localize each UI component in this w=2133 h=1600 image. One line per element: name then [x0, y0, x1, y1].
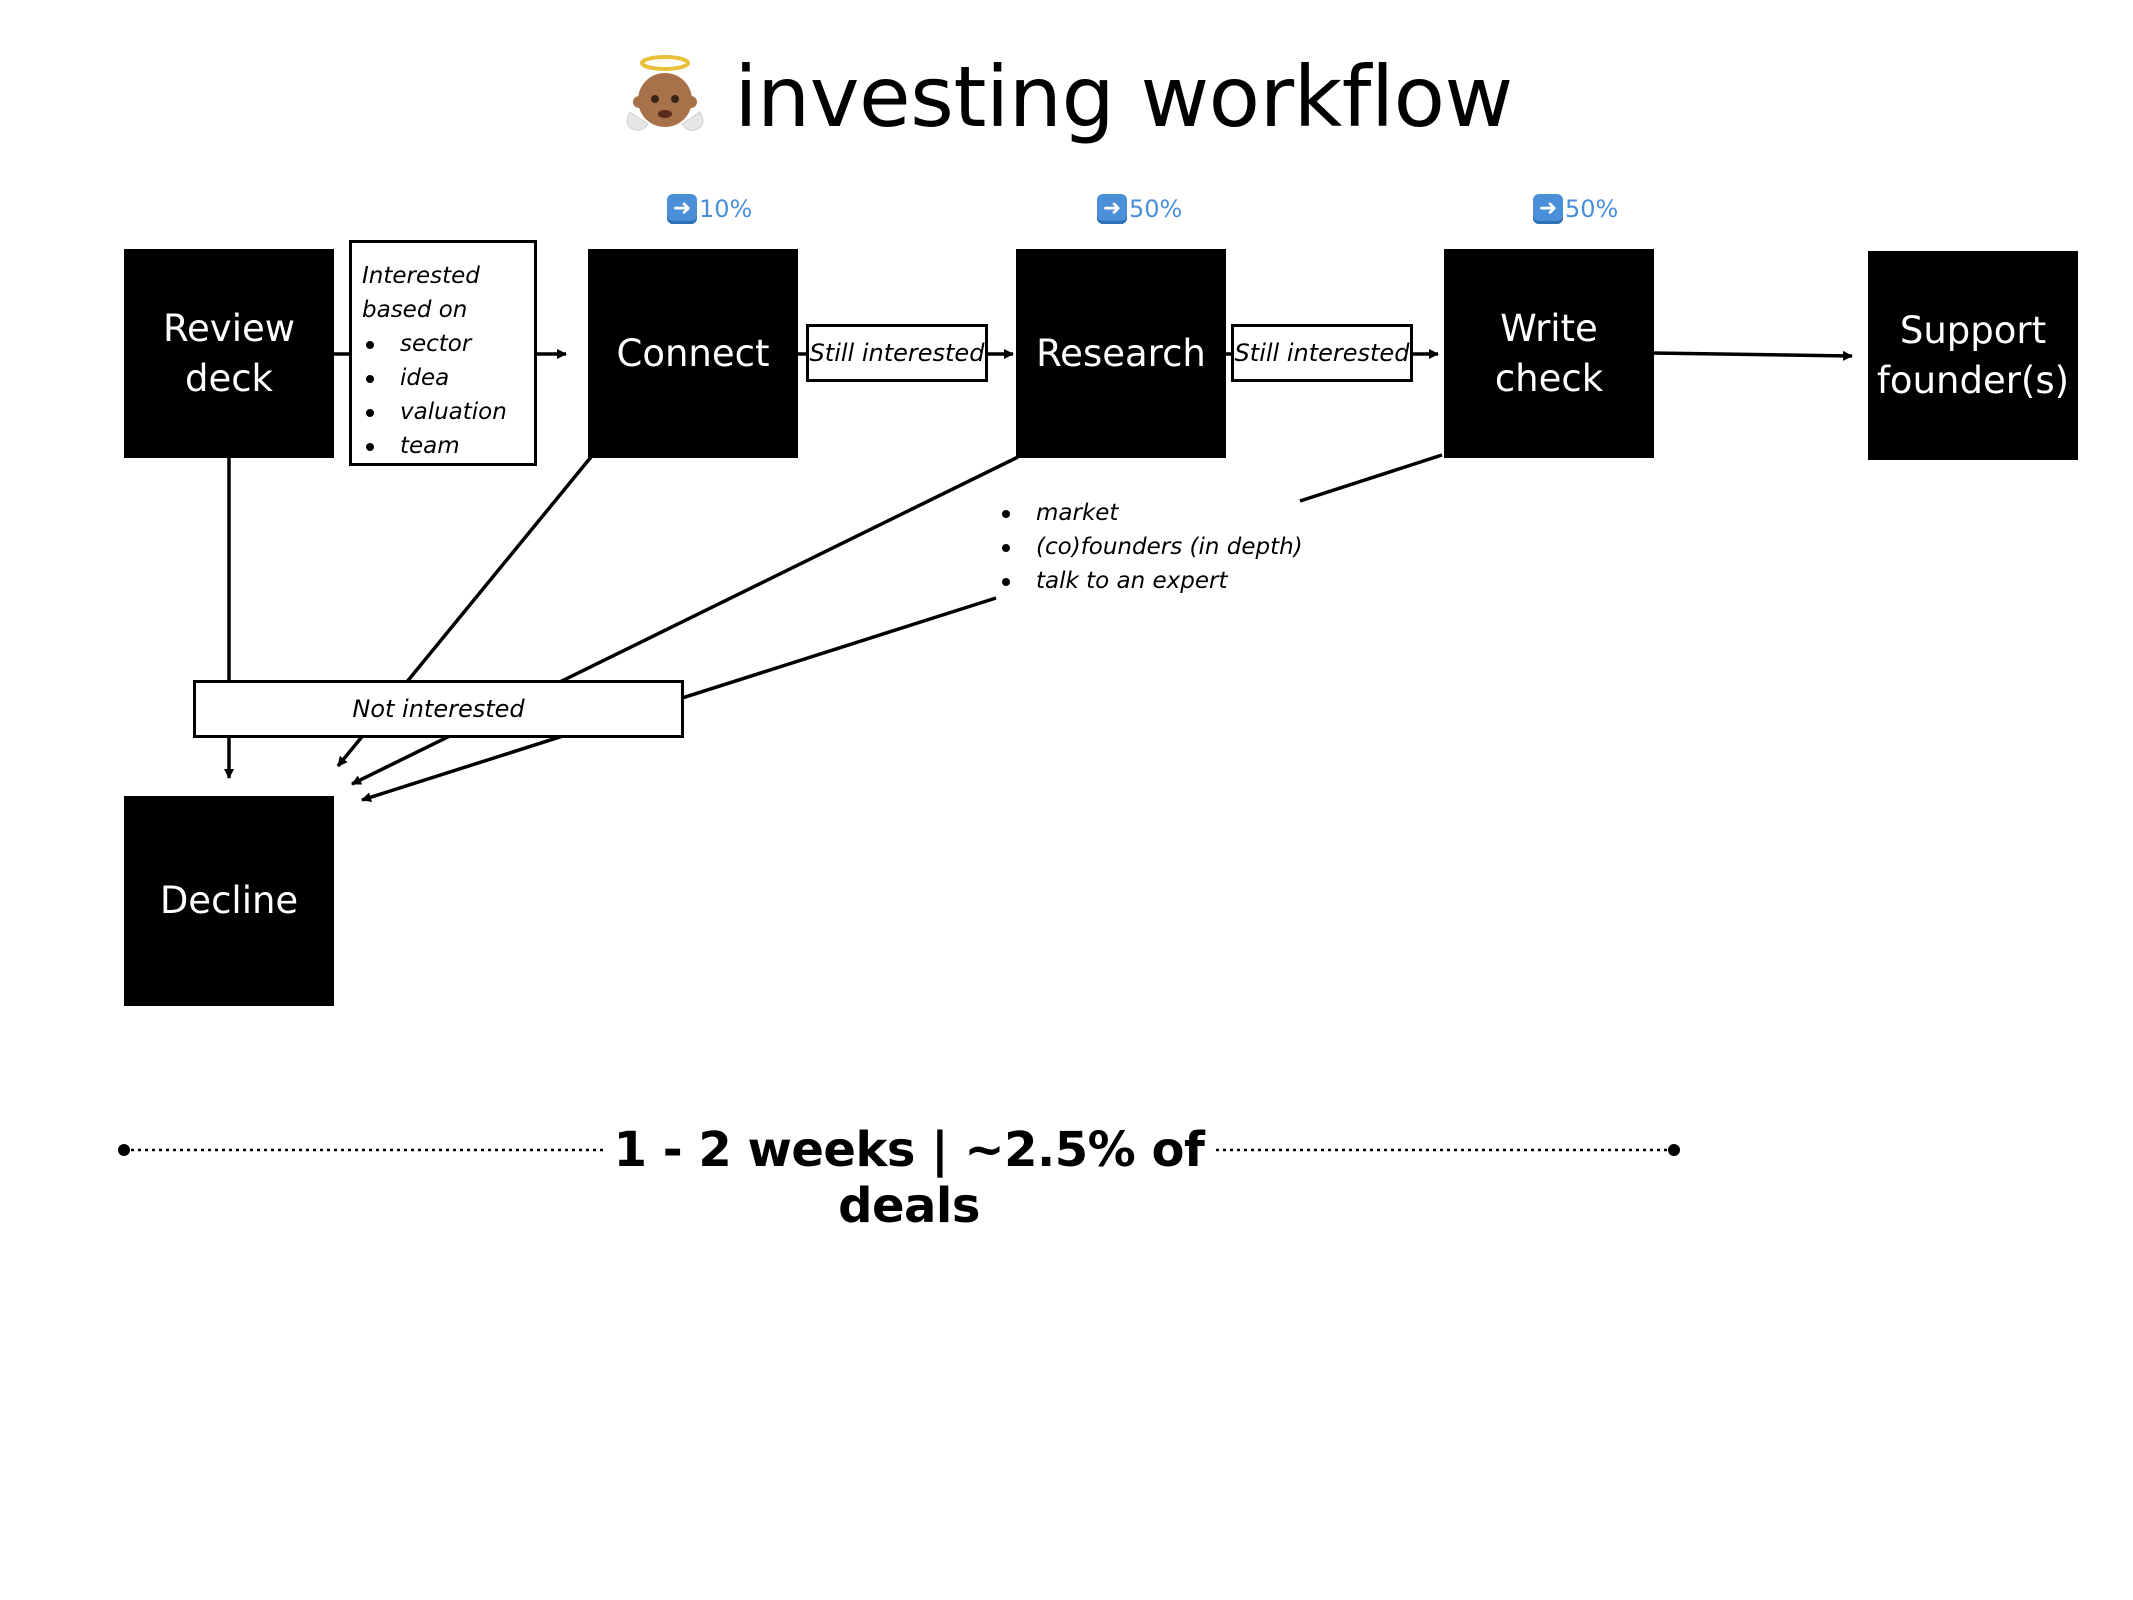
research-note: talk to an expert	[998, 564, 1303, 598]
step-write-check: Write check	[1444, 249, 1654, 458]
criteria-item: sector	[362, 327, 524, 361]
step-label: Write check	[1494, 306, 1604, 400]
step-decline: Decline	[124, 796, 334, 1006]
edge-label-text: Still interested	[809, 339, 985, 367]
conversion-connect: 10%	[667, 194, 752, 224]
edge-label-still-interested-1: Still interested	[806, 324, 988, 382]
criteria-heading: Interested based on	[362, 263, 480, 323]
conversion-research: 50%	[1097, 194, 1182, 224]
research-notes: market (co)founders (in depth) talk to a…	[998, 496, 1303, 598]
conversion-write-check: 50%	[1533, 194, 1618, 224]
criteria-box: Interested based on sector idea valuatio…	[349, 240, 537, 466]
edge-write-decline-a	[1299, 453, 1443, 503]
edge-label-still-interested-2: Still interested	[1231, 324, 1413, 382]
title-text: investing workflow	[734, 48, 1513, 146]
step-label: Research	[1036, 331, 1206, 375]
criteria-item: valuation	[362, 395, 524, 429]
criteria-list: sector idea valuation team	[362, 327, 524, 463]
edge-label-text: Not interested	[352, 695, 525, 723]
edge-write-support	[1651, 350, 1853, 361]
right-arrow-icon	[1533, 194, 1563, 224]
criteria-item: idea	[362, 361, 524, 395]
step-review-deck: Review deck	[124, 249, 334, 458]
conversion-value: 50%	[1129, 195, 1183, 223]
step-research: Research	[1016, 249, 1226, 458]
timeline-summary: 1 - 2 weeks | ~2.5% of deals	[603, 1122, 1215, 1234]
step-label: Connect	[616, 331, 770, 375]
right-arrow-icon	[667, 194, 697, 224]
edge-label-text: Still interested	[1234, 339, 1410, 367]
research-note: market	[998, 496, 1303, 530]
conversion-value: 50%	[1565, 195, 1619, 223]
step-support-founders: Support founder(s)	[1868, 251, 2078, 460]
page-title: investing workflow	[0, 48, 2133, 146]
right-arrow-icon	[1097, 194, 1127, 224]
edge-label-not-interested: Not interested	[193, 680, 684, 738]
baby-angel-icon	[626, 55, 704, 131]
research-note: (co)founders (in depth)	[998, 530, 1303, 564]
step-label: Support founder(s)	[1876, 308, 2070, 402]
criteria-item: team	[362, 429, 524, 463]
step-label: Review deck	[162, 306, 295, 400]
research-notes-list: market (co)founders (in depth) talk to a…	[998, 496, 1303, 598]
step-label: Decline	[159, 879, 299, 923]
timeline-line	[118, 1144, 1680, 1156]
conversion-value: 10%	[699, 195, 753, 223]
step-connect: Connect	[588, 249, 798, 458]
